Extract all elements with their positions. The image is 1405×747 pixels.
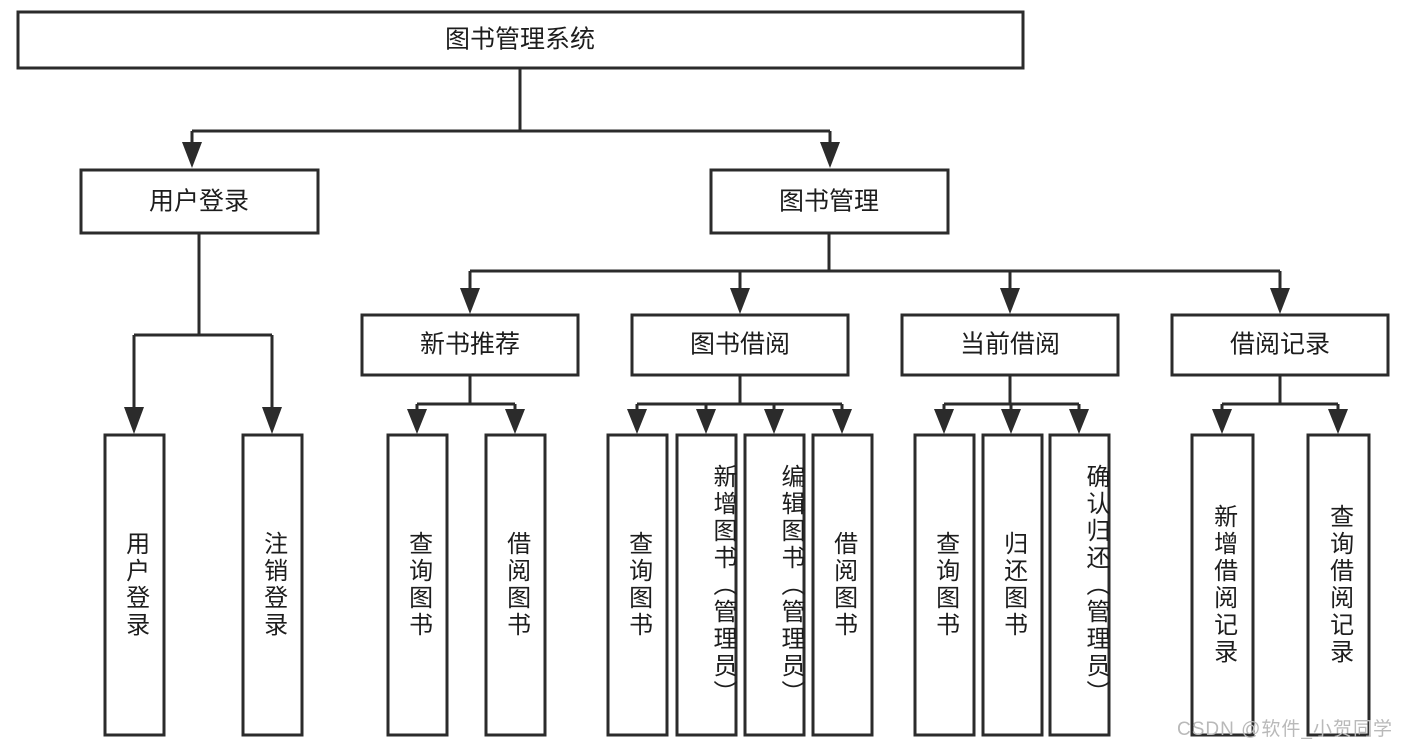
node-root[interactable] xyxy=(16,10,1025,70)
arrow-leaf-query-book-2-icon xyxy=(627,409,647,434)
arrow-to-new-book-recommend-icon xyxy=(460,288,480,314)
arrow-to-book-manage-icon xyxy=(820,142,840,168)
node-leaf-add-book-admin[interactable] xyxy=(675,433,738,737)
node-book-manage-label: 图书管理 xyxy=(779,188,879,216)
arrow-leaf-query-book-1-icon xyxy=(407,409,427,434)
arrow-leaf-query-book-3-icon xyxy=(934,409,954,434)
node-book-manage[interactable] xyxy=(709,168,950,235)
node-leaf-edit-book-admin[interactable] xyxy=(743,433,806,737)
node-new-book-recommend[interactable] xyxy=(360,313,580,377)
node-book-borrow[interactable] xyxy=(630,313,850,377)
node-leaf-logout-login[interactable] xyxy=(241,433,304,737)
node-current-borrow-label: 当前借阅 xyxy=(960,331,1060,359)
arrow-leaf-query-borrow-record-icon xyxy=(1328,409,1348,434)
arrow-leaf-user-login-icon xyxy=(124,407,144,434)
arrow-leaf-add-borrow-record-icon xyxy=(1212,409,1232,434)
node-current-borrow[interactable] xyxy=(900,313,1120,377)
arrow-to-current-borrow-icon xyxy=(1000,288,1020,314)
arrow-leaf-logout-login-icon xyxy=(262,407,282,434)
node-book-borrow-label: 图书借阅 xyxy=(690,331,790,359)
arrow-leaf-borrow-book-2-icon xyxy=(832,409,852,434)
arrow-leaf-edit-book-admin-icon xyxy=(764,409,784,434)
watermark-text: CSDN @软件_小贺同学 xyxy=(1177,719,1393,740)
arrow-to-user-login-icon xyxy=(182,142,202,168)
arrow-leaf-add-book-admin-icon xyxy=(696,409,716,434)
node-leaf-borrow-book-2[interactable] xyxy=(811,433,874,737)
node-leaf-query-book-3[interactable] xyxy=(913,433,976,737)
node-borrow-record-label: 借阅记录 xyxy=(1230,331,1330,359)
node-leaf-return-book[interactable] xyxy=(981,433,1044,737)
node-user-login-label: 用户登录 xyxy=(149,188,249,216)
node-new-book-recommend-label: 新书推荐 xyxy=(420,331,520,359)
node-leaf-borrow-book-1[interactable] xyxy=(484,433,547,737)
node-root-label: 图书管理系统 xyxy=(445,26,595,54)
arrow-to-borrow-record-icon xyxy=(1270,288,1290,314)
node-leaf-user-login[interactable] xyxy=(103,433,166,737)
arrow-to-book-borrow-icon xyxy=(730,288,750,314)
node-leaf-query-book-1[interactable] xyxy=(386,433,449,737)
node-borrow-record[interactable] xyxy=(1170,313,1390,377)
node-leaf-query-borrow-record[interactable] xyxy=(1306,433,1371,737)
arrow-leaf-borrow-book-1-icon xyxy=(505,409,525,434)
node-leaf-confirm-return-admin[interactable] xyxy=(1048,433,1111,737)
arrow-leaf-confirm-return-admin-icon xyxy=(1069,409,1089,434)
node-leaf-query-book-2[interactable] xyxy=(606,433,669,737)
arrow-leaf-return-book-icon xyxy=(1001,409,1021,434)
node-leaf-add-borrow-record[interactable] xyxy=(1190,433,1255,737)
